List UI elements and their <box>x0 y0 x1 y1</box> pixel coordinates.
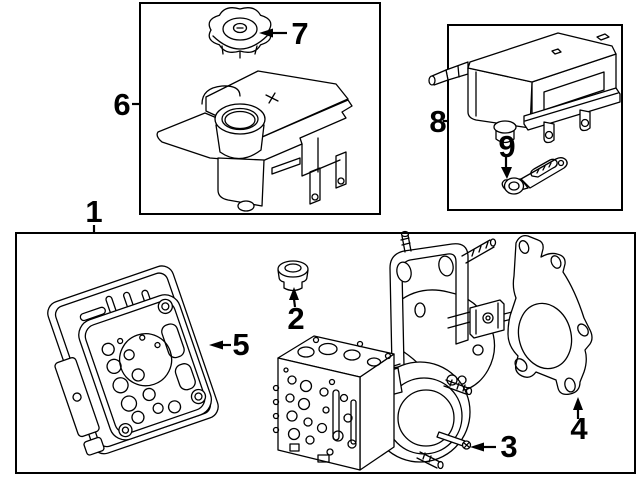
arrowhead-3 <box>470 442 484 452</box>
callout-label-8: 8 <box>429 104 446 139</box>
abs-control-module-drawing <box>47 265 219 456</box>
reservoir-cap-drawing <box>208 7 272 59</box>
reservoir-grommet-drawing <box>277 260 309 292</box>
callout-label-1: 1 <box>85 194 102 229</box>
callout-label-2: 2 <box>287 301 304 336</box>
callout-label-5: 5 <box>232 327 249 362</box>
callout-label-4: 4 <box>570 411 588 446</box>
bleeder-screw-drawing <box>436 431 472 450</box>
callout-label-3: 3 <box>500 429 517 464</box>
callout-label-9: 9 <box>498 129 515 164</box>
arrowhead-9 <box>501 167 512 179</box>
arrowhead-2 <box>289 287 299 300</box>
callout-leaders <box>92 28 583 452</box>
master-cylinder-assembly-drawing <box>272 230 525 471</box>
arrowhead-5 <box>209 340 223 350</box>
arrowhead-7 <box>259 28 273 38</box>
panel-box-reservoir <box>139 2 381 215</box>
leader-2 <box>292 298 297 308</box>
fluid-reservoir-drawing <box>156 70 353 212</box>
callout-label-6: 6 <box>113 87 130 122</box>
overflow-tube-drawing <box>501 157 568 195</box>
panel-box-aux-reservoir <box>447 24 623 211</box>
arrowhead-4 <box>573 397 583 410</box>
auxiliary-reservoir-drawing <box>428 32 621 144</box>
panel-box-assembly <box>15 232 636 474</box>
mounting-gasket-drawing <box>507 235 593 396</box>
callout-label-7: 7 <box>291 16 308 51</box>
